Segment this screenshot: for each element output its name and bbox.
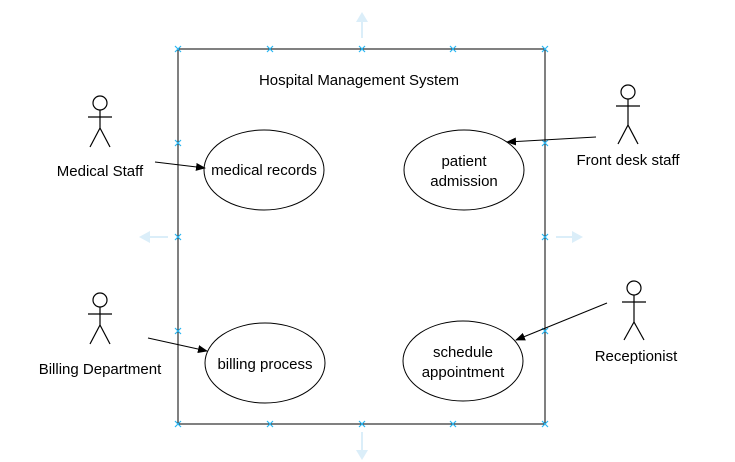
use-case-medical-records-label: medical records <box>211 162 317 179</box>
use-case-patient-admission[interactable]: patient admission <box>403 129 525 211</box>
use-case-schedule-appointment[interactable]: schedule appointment <box>402 320 524 402</box>
association-front-desk-to-admission[interactable] <box>506 136 597 146</box>
association-billing-to-process[interactable] <box>147 337 208 353</box>
association-medical-staff-to-records[interactable] <box>154 161 206 171</box>
actor-medical-staff-label: Medical Staff <box>57 163 144 180</box>
selection-handles[interactable] <box>174 45 549 428</box>
use-case-patient-admission-label-line1: patient <box>441 153 487 170</box>
use-case-schedule-appointment-label-line1: schedule <box>433 344 493 361</box>
actor-front-desk-staff[interactable] <box>616 84 640 145</box>
actor-receptionist[interactable] <box>622 280 646 341</box>
use-case-medical-records[interactable]: medical records <box>203 129 325 211</box>
resize-arrow-right-icon[interactable] <box>556 231 583 243</box>
use-case-billing-process-label: billing process <box>217 356 312 373</box>
actor-billing-department-label: Billing Department <box>39 361 162 378</box>
association-receptionist-to-schedule[interactable] <box>515 302 608 341</box>
use-case-patient-admission-label-line2: admission <box>430 173 498 190</box>
actor-billing-department[interactable] <box>88 292 112 345</box>
actor-receptionist-label: Receptionist <box>595 348 678 365</box>
system-title: Hospital Management System <box>259 72 459 89</box>
resize-arrow-down-icon[interactable] <box>356 432 368 460</box>
use-case-billing-process[interactable]: billing process <box>204 322 326 404</box>
actor-medical-staff[interactable] <box>88 95 112 148</box>
resize-arrow-up-icon[interactable] <box>356 12 368 38</box>
actor-front-desk-staff-label: Front desk staff <box>576 152 680 169</box>
use-case-schedule-appointment-label-line2: appointment <box>422 364 505 381</box>
resize-arrow-left-icon[interactable] <box>139 231 168 243</box>
